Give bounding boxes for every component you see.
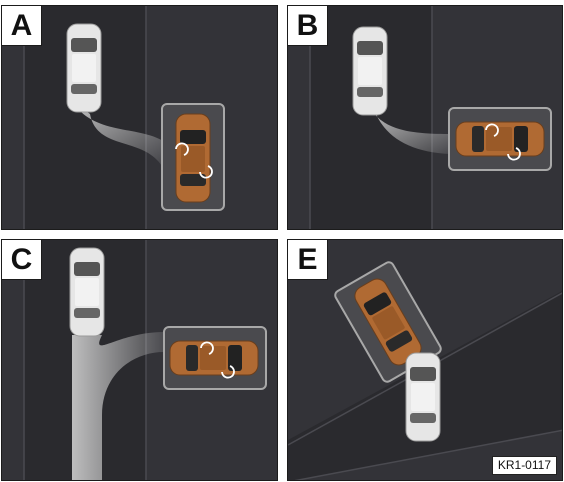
white-car (405, 352, 441, 442)
panel-label: B (288, 6, 328, 46)
panel-label: E (288, 240, 328, 280)
orange-car (169, 340, 259, 376)
panel-a-illustration (2, 6, 277, 229)
rotation-arrows (485, 123, 521, 161)
driving-trail (72, 332, 164, 480)
panel-c: C (1, 239, 278, 481)
rotation-arrows (200, 341, 235, 379)
orange-car (175, 113, 211, 203)
panel-c-illustration (2, 240, 277, 480)
white-car (69, 247, 105, 337)
panel-b-illustration (288, 6, 562, 229)
panel-b: B (287, 5, 563, 230)
white-car (66, 23, 102, 113)
driving-trail (72, 101, 174, 166)
white-car (352, 26, 388, 116)
panel-e: E KR1-0117 (287, 239, 563, 481)
panel-label: A (2, 6, 42, 46)
panel-a: A (1, 5, 278, 230)
rotation-arrows (175, 142, 213, 179)
driving-trail (370, 106, 466, 155)
panel-label: C (2, 240, 42, 280)
figure-code: KR1-0117 (491, 456, 557, 475)
orange-car (455, 121, 545, 157)
panel-e-illustration (288, 240, 562, 480)
